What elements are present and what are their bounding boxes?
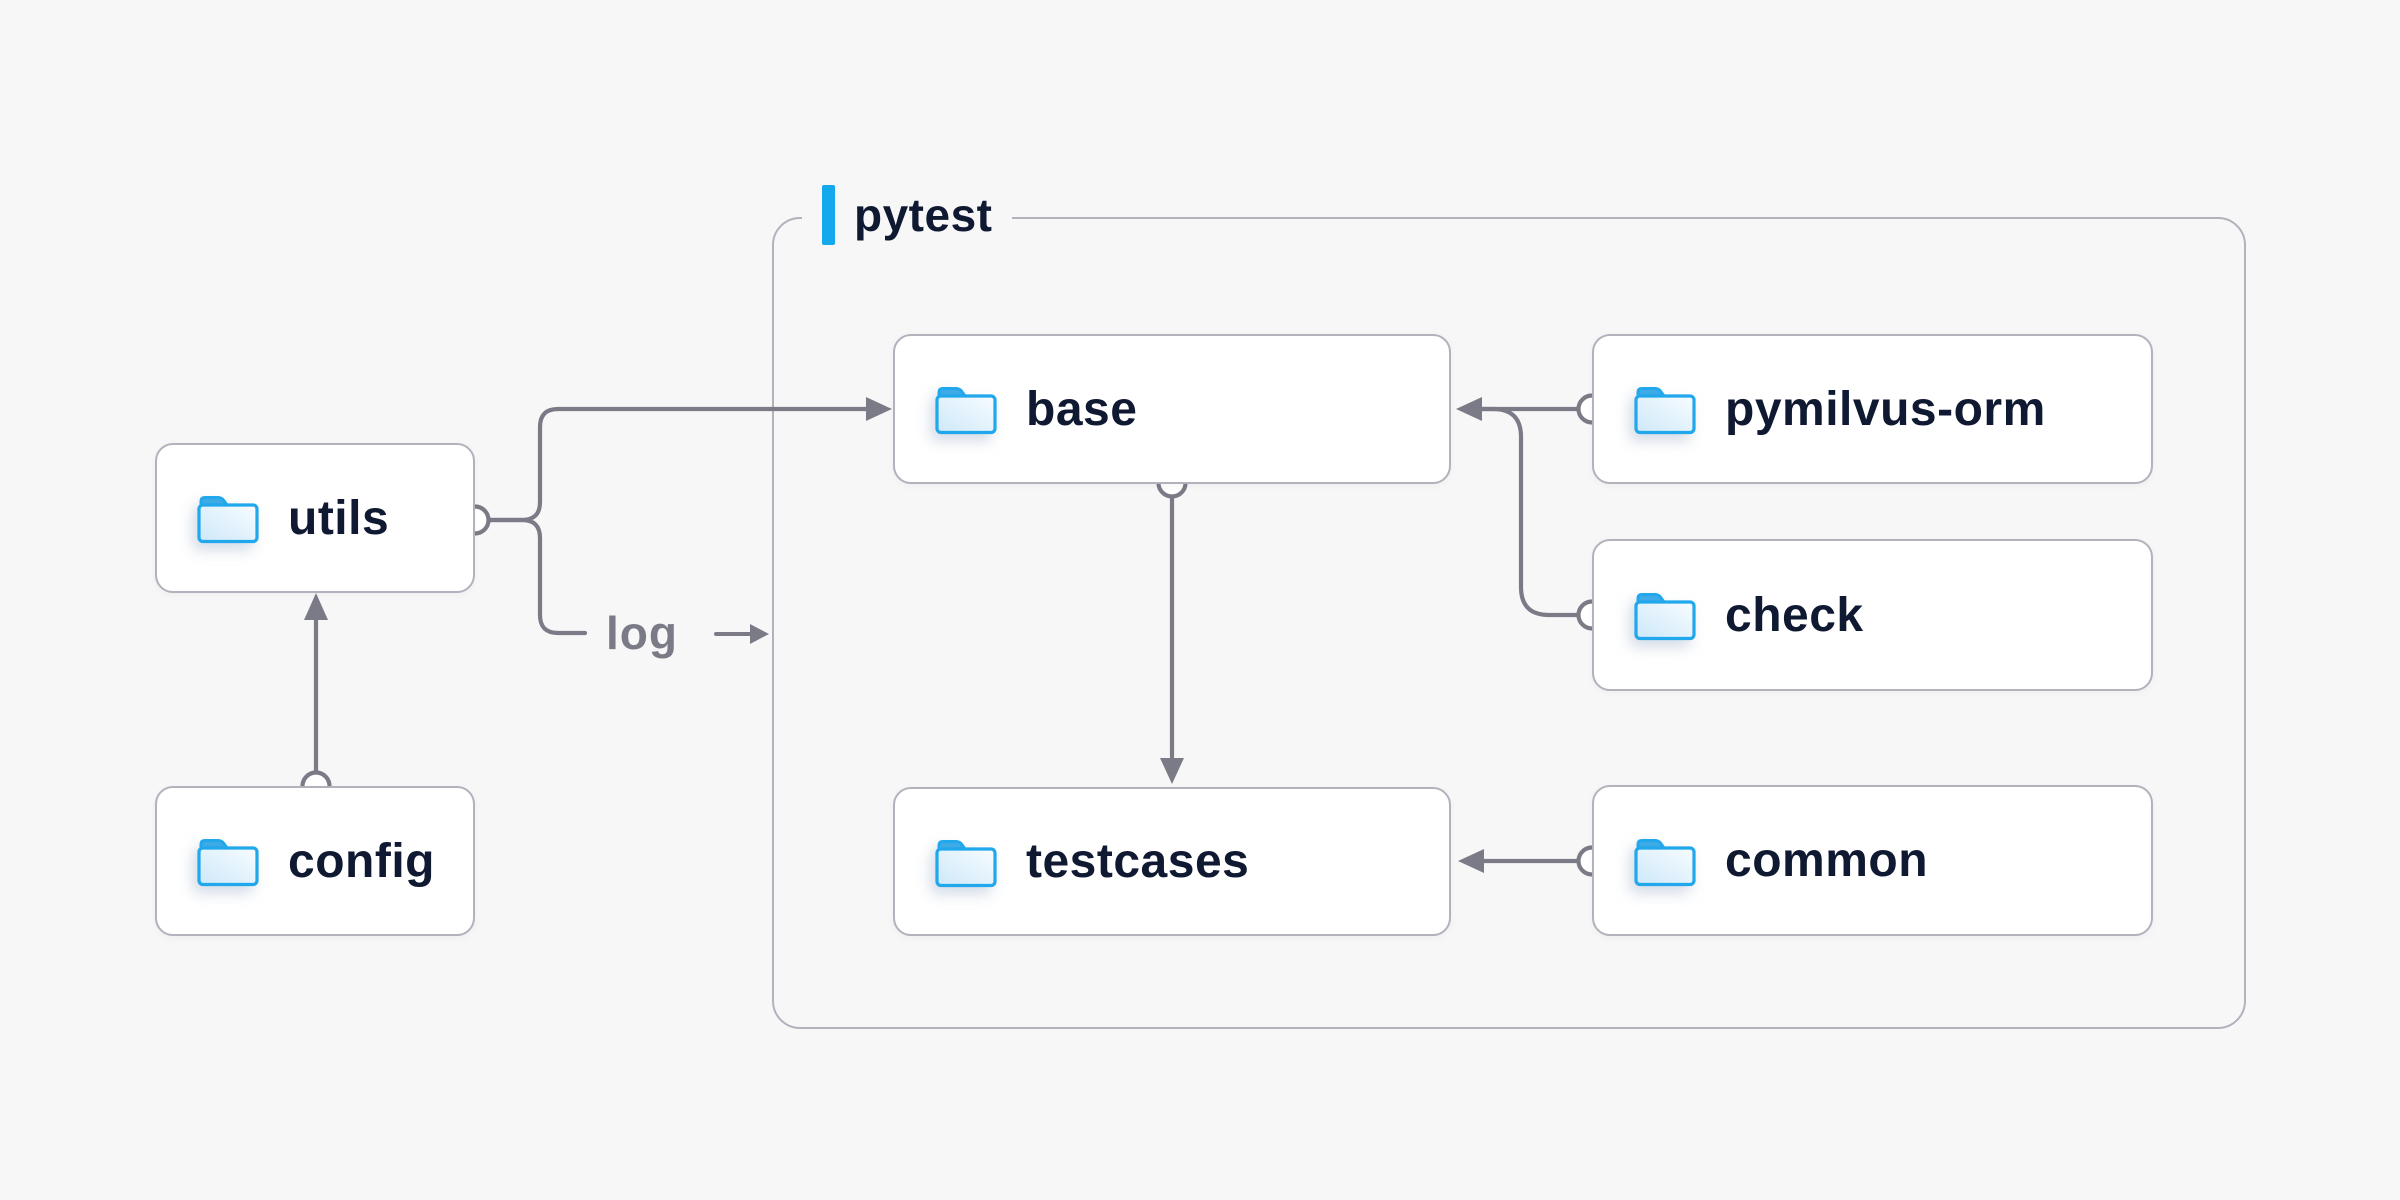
node-pymilvus-orm-label: pymilvus-orm [1725,382,2046,436]
folder-icon [1633,835,1697,887]
folder-icon [196,492,260,544]
node-config[interactable]: config [155,786,475,936]
node-common[interactable]: common [1592,785,2153,936]
node-base[interactable]: base [893,334,1451,484]
folder-icon [1633,383,1697,435]
pytest-group-container [772,217,2246,1029]
folder-icon [196,835,260,887]
folder-icon [1633,589,1697,641]
node-base-label: base [1026,382,1138,436]
pytest-group-title: pytest [854,189,993,241]
node-utils-label: utils [288,491,390,545]
edge-utils-log [487,517,588,636]
node-check-label: check [1725,588,1864,642]
pytest-group-label: pytest [802,183,1013,247]
node-common-label: common [1725,834,1929,887]
folder-icon [934,836,998,888]
node-testcases-label: testcases [1026,835,1250,888]
arrowhead-log [750,624,769,644]
arrowhead-config-utils [304,593,328,620]
node-utils[interactable]: utils [155,443,475,593]
edge-label-log: log [606,607,678,659]
node-config-label: config [288,834,435,888]
folder-icon [934,383,998,435]
node-pymilvus-orm[interactable]: pymilvus-orm [1592,334,2153,484]
node-testcases[interactable]: testcases [893,787,1451,936]
node-check[interactable]: check [1592,539,2153,691]
accent-bar [822,185,835,245]
